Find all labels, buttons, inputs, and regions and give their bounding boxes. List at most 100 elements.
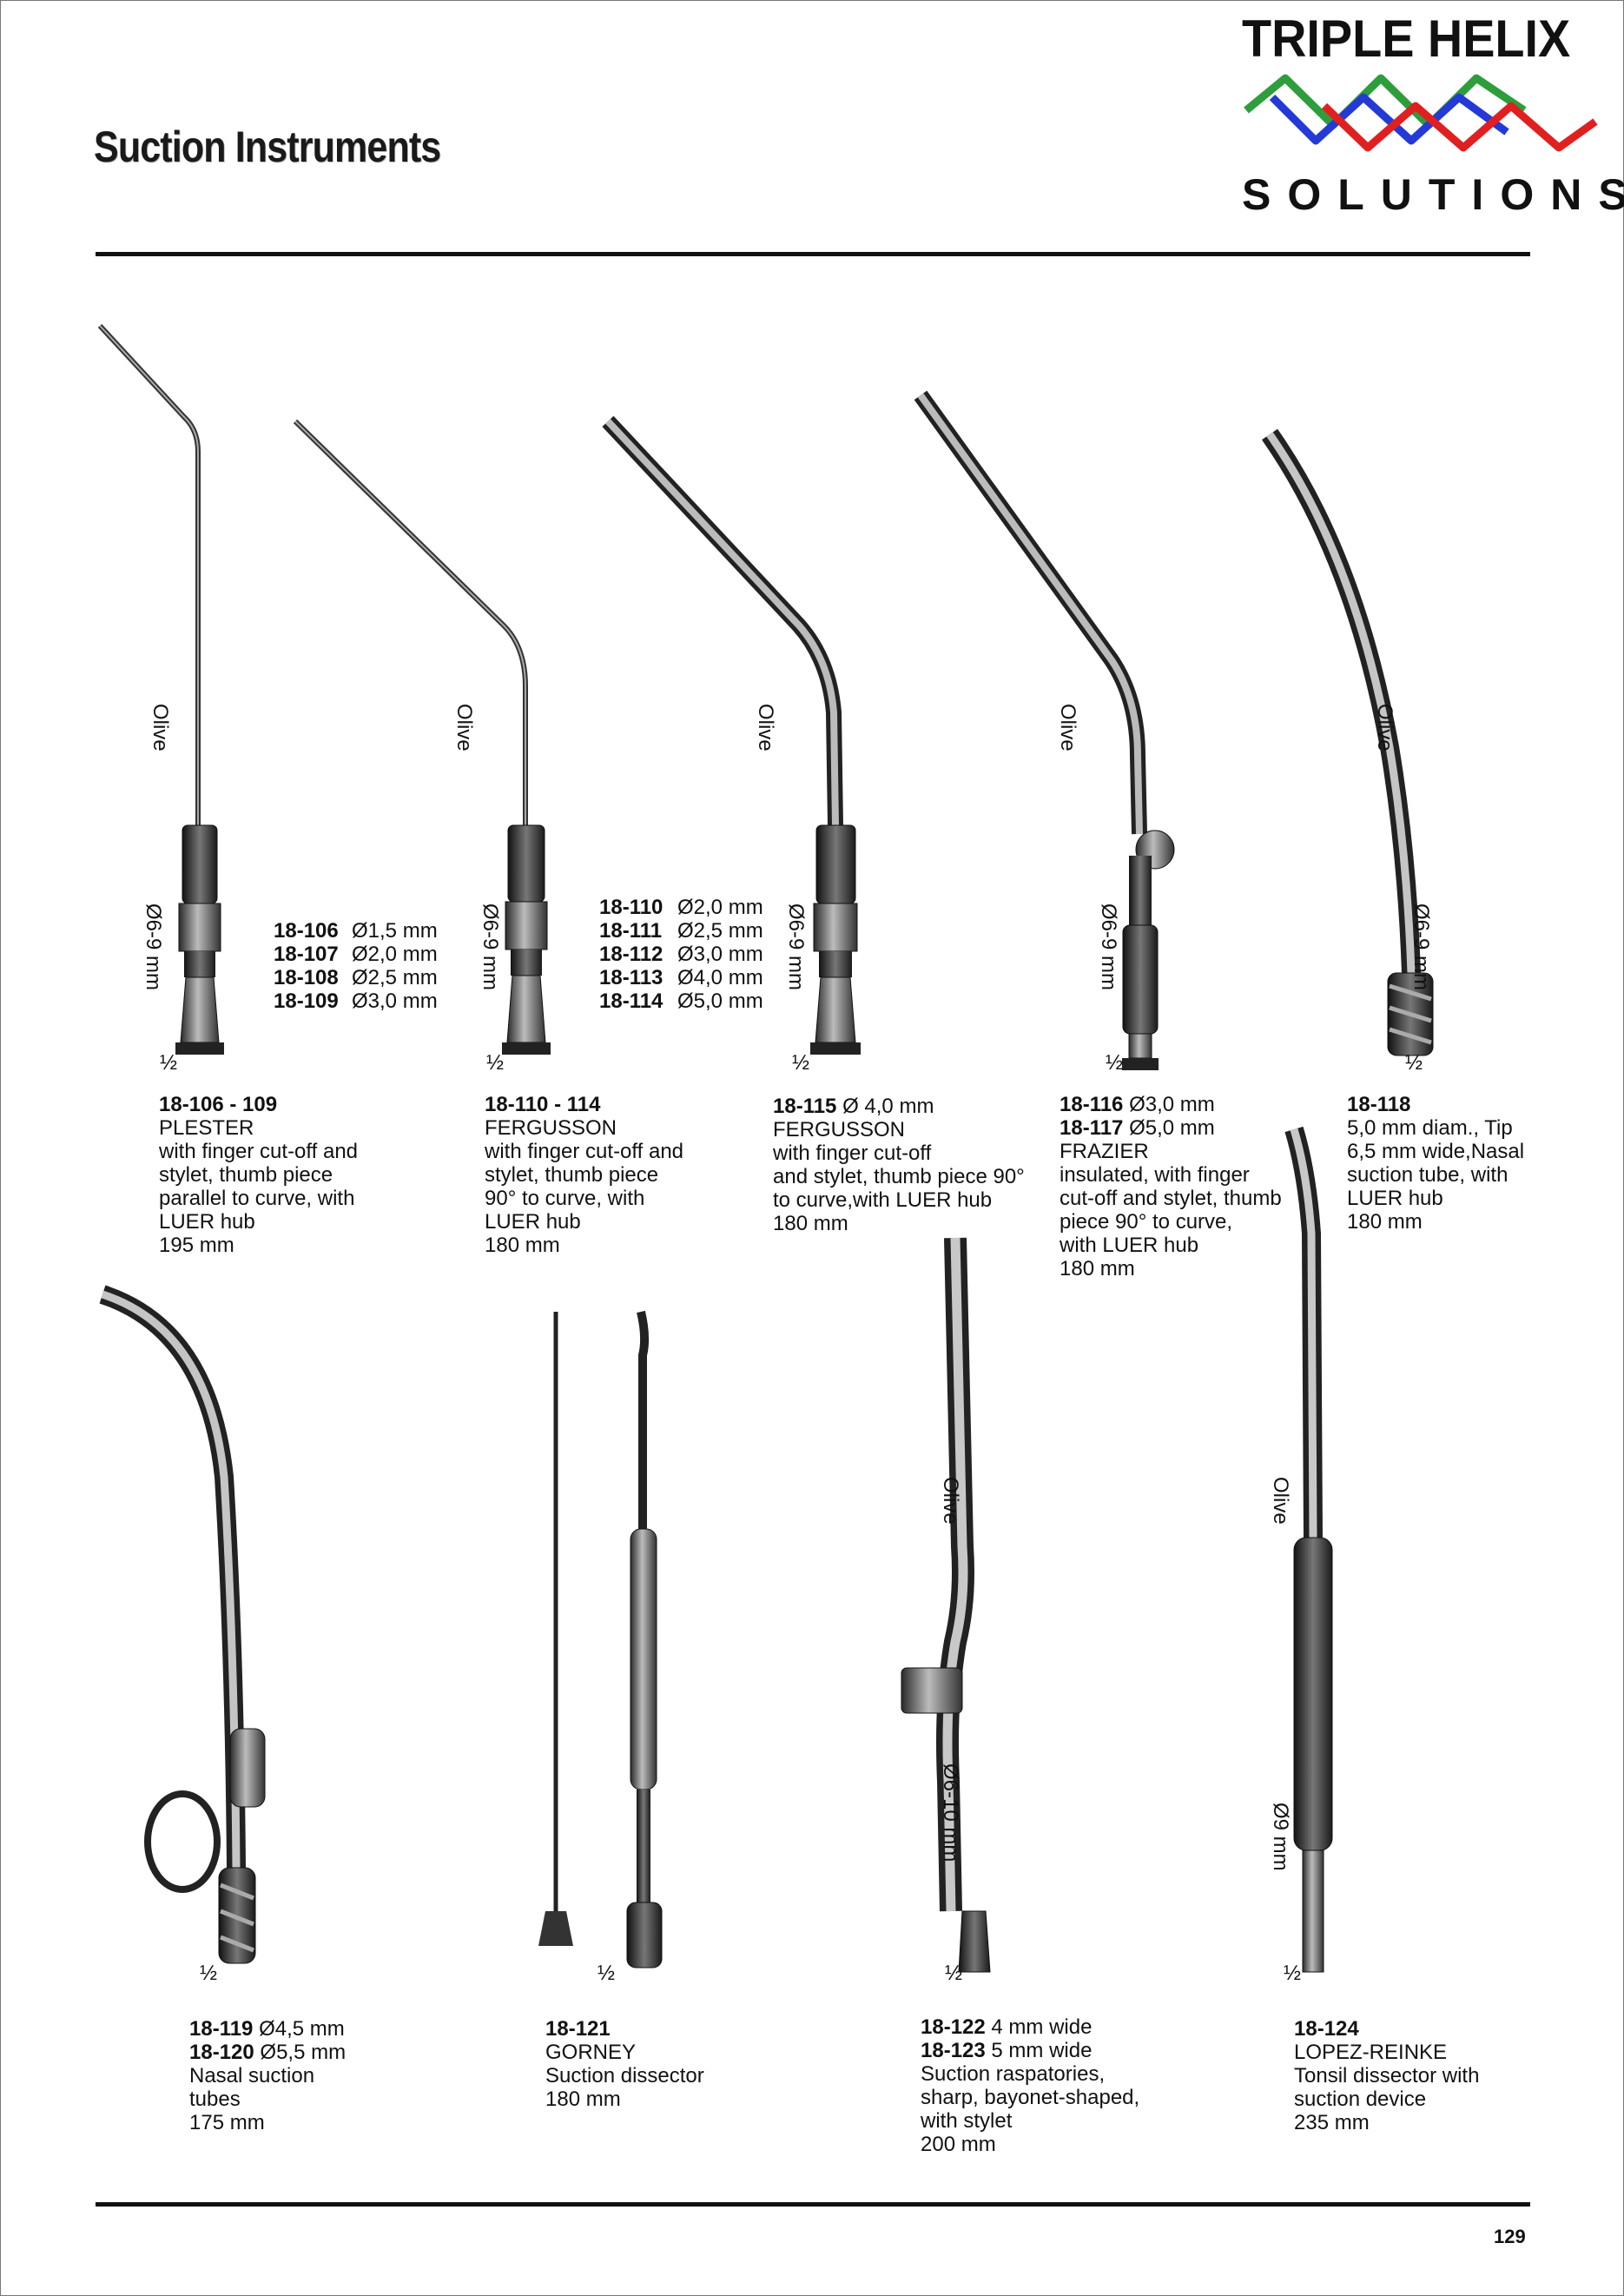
half-scale-mark-1: ½ [160, 1051, 178, 1075]
entry-code: 18-115 [773, 1095, 837, 1118]
half-scale-mark-7: ½ [597, 1962, 616, 1985]
olive-label-5: Olive [1373, 704, 1396, 751]
nasal-suction-119-instrument [99, 1285, 266, 1964]
half-scale-mark-6: ½ [200, 1962, 218, 1985]
nasal-suction-118-instrument [1261, 428, 1434, 1056]
fergusson-b-instrument [602, 415, 861, 1055]
frazier-instrument [914, 390, 1175, 1070]
olive-label-4: Olive [1056, 704, 1079, 751]
fergusson-a-instrument [293, 419, 551, 1055]
entry-line: 180 mm [1060, 1257, 1135, 1280]
entry-18-122: 18-122 4 mm wide 18-123 5 mm wide Suctio… [921, 2015, 1139, 2156]
entry-code: 18-119 [189, 2017, 254, 2041]
entry-line: 200 mm [921, 2133, 996, 2156]
entry-line: to curve,with LUER hub [773, 1188, 993, 1212]
entry-line: piece 90° to curve, [1060, 1210, 1233, 1234]
entry-line: 195 mm [159, 1234, 234, 1257]
entry-code: 18-122 [921, 2015, 986, 2039]
entry-name: GORNEY [545, 2041, 637, 2064]
diameter-label-7: Ø9 mm [1269, 1803, 1292, 1871]
entry-18-119: 18-119 Ø4,5 mm 18-120 Ø5,5 mm Nasal suct… [189, 2017, 346, 2134]
plester-instrument [97, 323, 224, 1055]
half-scale-mark-3: ½ [792, 1051, 810, 1075]
entry-line: with stylet [921, 2109, 1013, 2133]
half-scale-mark-9: ½ [1284, 1962, 1302, 1985]
entry-line: 180 mm [545, 2088, 621, 2111]
olive-label-1: Olive [149, 704, 172, 751]
olive-label-6: Olive [939, 1477, 962, 1525]
company-logo: TRIPLE HELIX SOLUTIONS [1238, 9, 1624, 226]
entry-size: Ø3,0 mm [1129, 1093, 1215, 1116]
entry-line: stylet, thumb piece [159, 1163, 333, 1187]
entry-line: 6,5 mm wide,Nasal [1347, 1140, 1525, 1163]
entry-plester: 18-106 - 109 PLESTER with finger cut-off… [159, 1093, 358, 1257]
entry-line: tubes [189, 2088, 241, 2111]
entry-line: Tonsil dissector with [1294, 2064, 1480, 2088]
olive-label-3: Olive [754, 704, 777, 751]
entry-line: and stylet, thumb piece 90° [773, 1165, 1025, 1188]
entry-line: 235 mm [1294, 2111, 1370, 2134]
diameter-label-2: Ø6-9 mm [479, 903, 502, 991]
entry-line: suction device [1294, 2088, 1427, 2111]
entry-line: 175 mm [189, 2111, 265, 2134]
entry-size: 4 mm wide [991, 2015, 1093, 2039]
entry-line: suction tube, with [1347, 1163, 1508, 1187]
entry-line: LUER hub [485, 1210, 581, 1234]
page-number: 129 [1494, 2226, 1526, 2247]
entry-code: 18-116 [1060, 1093, 1124, 1116]
entry-line: with finger cut-off and [159, 1140, 359, 1163]
gorney-instrument [538, 1310, 663, 1968]
entry-line: 180 mm [1347, 1210, 1423, 1234]
entry-line: cut-off and stylet, thumb [1060, 1187, 1282, 1210]
olive-label-7: Olive [1269, 1477, 1292, 1525]
entry-code: 18-121 [545, 2017, 611, 2041]
entry-size: Ø5,5 mm [260, 2041, 347, 2064]
logo-line-1: TRIPLE HELIX [1242, 10, 1571, 68]
diameter-label-5: Ø6-9 mm [1409, 903, 1433, 991]
entry-line: Nasal suction [189, 2064, 315, 2088]
entry-line: parallel to curve, with [159, 1187, 355, 1210]
olive-label-2: Olive [452, 704, 476, 751]
entry-size: 5 mm wide [991, 2039, 1093, 2062]
entry-code: 18-106 - 109 [159, 1093, 278, 1116]
footer-rule [96, 2202, 1530, 2207]
diameter-label-6: Ø6-10 mm [939, 1763, 962, 1863]
entry-line: with LUER hub [1060, 1234, 1199, 1257]
entry-size: Ø5,0 mm [1129, 1116, 1215, 1140]
half-scale-mark-5: ½ [1405, 1051, 1423, 1075]
entry-lopez-reinke: 18-124 LOPEZ-REINKE Tonsil dissector wit… [1294, 2017, 1479, 2134]
entry-line: with finger cut-off [773, 1141, 932, 1165]
half-scale-mark-8: ½ [945, 1962, 963, 1985]
entry-code: 18-123 [921, 2039, 986, 2062]
entry-line: LUER hub [159, 1210, 255, 1234]
entry-name: LOPEZ-REINKE [1294, 2041, 1448, 2064]
entry-name: FERGUSSON [773, 1118, 906, 1141]
entry-code: 18-110 - 114 [485, 1093, 601, 1116]
entry-line: 180 mm [485, 1234, 560, 1257]
entry-line: insulated, with finger [1060, 1163, 1250, 1187]
entry-line: Suction raspatories, [921, 2062, 1106, 2086]
entry-line: 5,0 mm diam., Tip [1347, 1116, 1513, 1140]
diameter-label-1: Ø6-9 mm [142, 903, 165, 991]
suction-raspatory-instrument [901, 1237, 991, 1973]
lopez-reinke-instrument [1284, 1126, 1333, 1973]
diameter-label-3: Ø6-9 mm [784, 903, 808, 991]
half-scale-mark-4: ½ [1106, 1051, 1124, 1075]
page-title: Suction Instruments [94, 122, 441, 171]
entry-size: Ø 4,0 mm [842, 1095, 934, 1118]
diameter-label-4: Ø6-9 mm [1097, 903, 1120, 991]
entry-frazier: 18-116 Ø3,0 mm 18-117 Ø5,0 mm FRAZIER in… [1060, 1093, 1282, 1280]
entry-line: LUER hub [1347, 1187, 1443, 1210]
entry-18-118: 18-118 5,0 mm diam., Tip 6,5 mm wide,Nas… [1347, 1093, 1524, 1234]
